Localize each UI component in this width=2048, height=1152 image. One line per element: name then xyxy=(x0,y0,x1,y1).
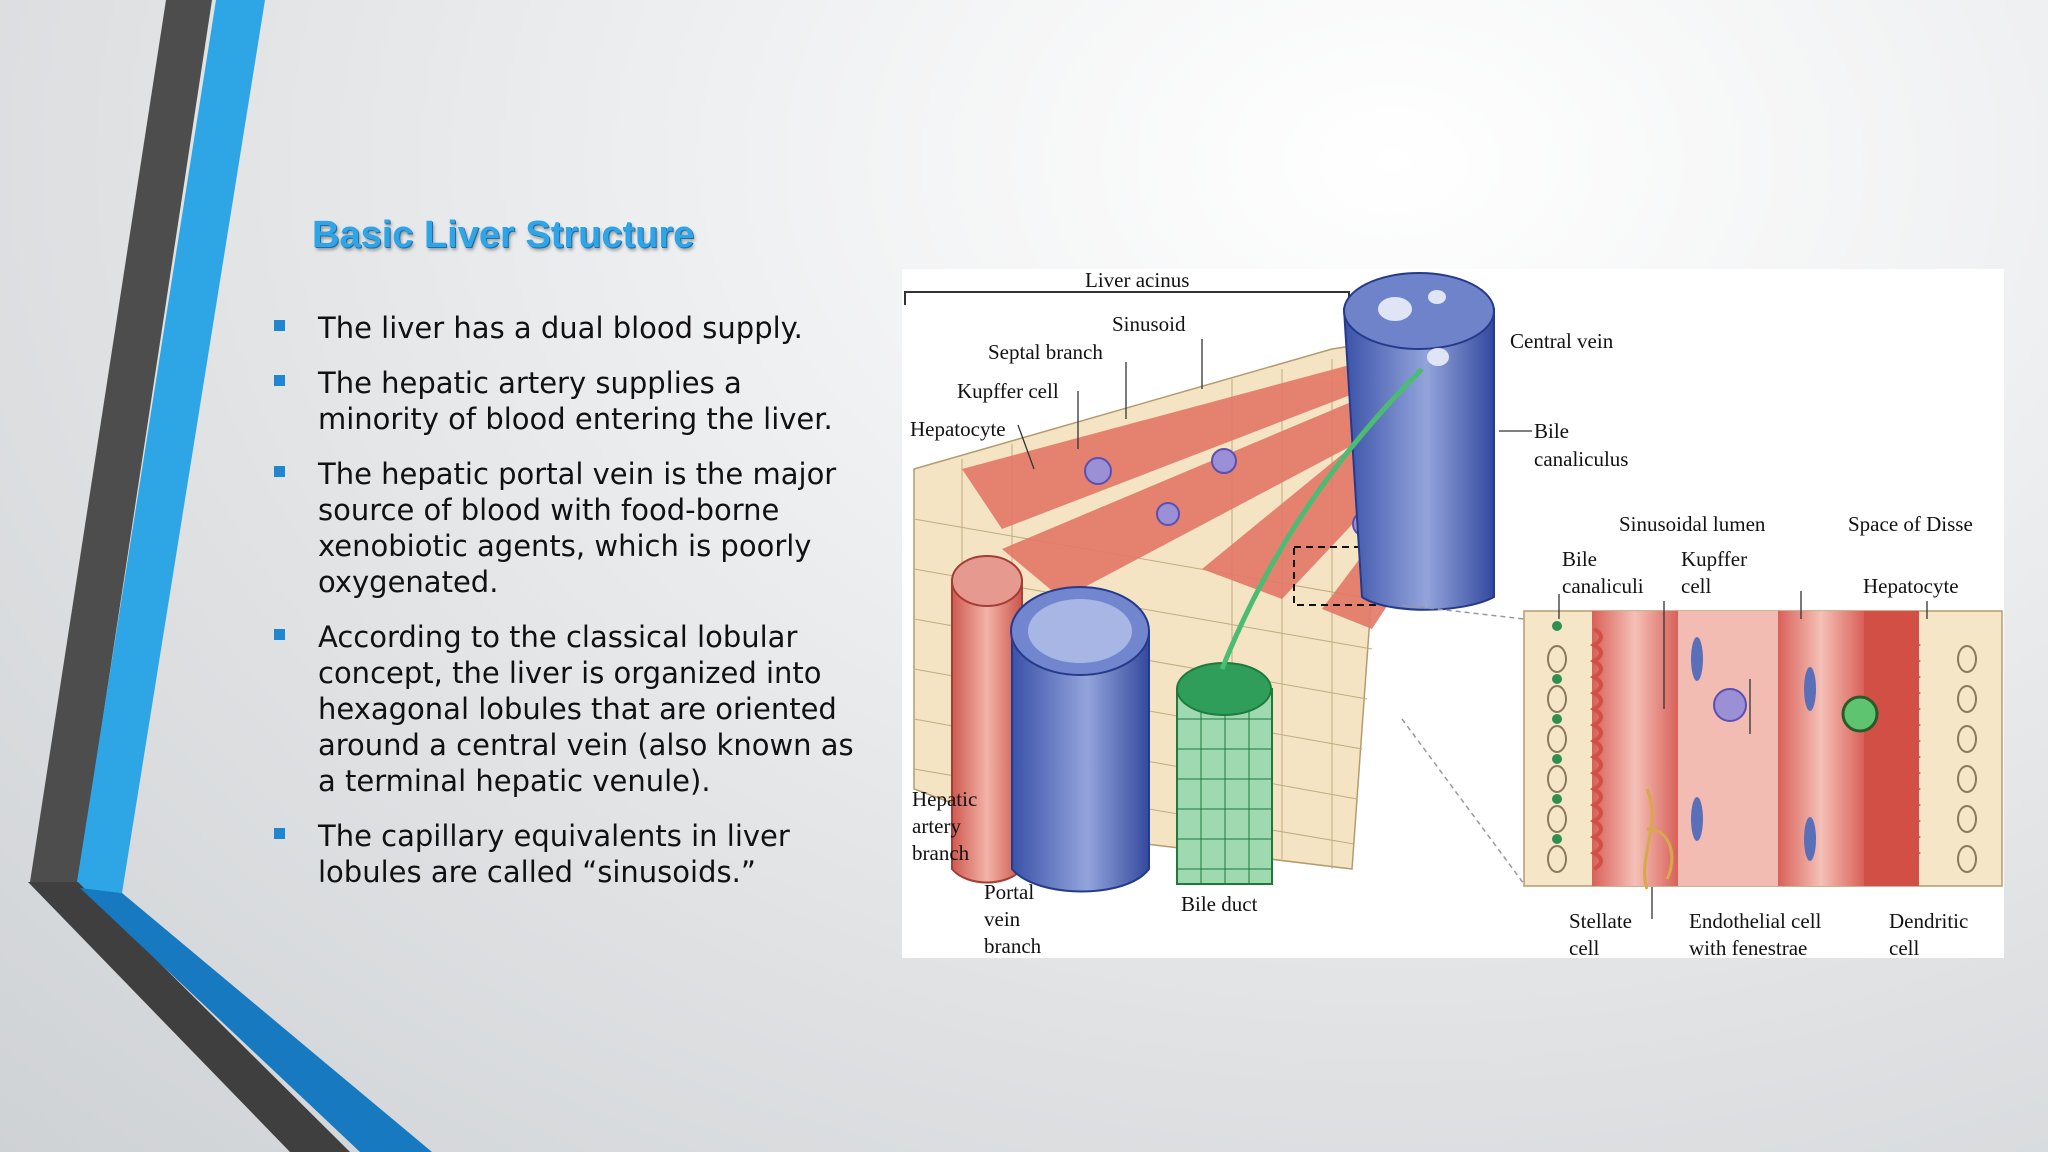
label-endothelial-line1: Endothelial cell xyxy=(1689,909,1822,933)
bile-canaliculi-beads xyxy=(1547,645,1977,873)
label-kupffer-line1: Kupffer xyxy=(1681,547,1747,571)
label-portal-vein-line3: branch xyxy=(984,934,1042,958)
microvilli xyxy=(1589,627,1922,871)
label-stellate-line1: Stellate xyxy=(1569,909,1632,933)
bullet-text: The capillary equivalents in liver lobul… xyxy=(318,819,790,889)
label-kupffer-cell: Kupffer cell xyxy=(957,379,1059,403)
acinus-bracket xyxy=(904,291,1350,305)
central-vein xyxy=(1342,308,1495,611)
bullet-item: The hepatic artery supplies a minority o… xyxy=(270,365,870,437)
bullet-square-icon xyxy=(274,466,285,477)
label-space-of-disse: Space of Disse xyxy=(1848,512,1973,536)
label-hepatic-artery-line3: branch xyxy=(912,841,970,865)
bullet-square-icon xyxy=(274,629,285,640)
stellate-cell xyxy=(1643,788,1674,890)
bullet-text: The liver has a dual blood supply. xyxy=(318,311,803,345)
label-bile-canaliculus-line2: canaliculus xyxy=(1534,447,1628,471)
label-portal-vein-line1: Portal xyxy=(984,880,1034,904)
sinusoid-detail-inset xyxy=(1523,610,2003,890)
label-hepatocyte: Hepatocyte xyxy=(910,417,1006,441)
bullet-item: The hepatic portal vein is the major sou… xyxy=(270,456,870,600)
bile-dots xyxy=(1552,621,1562,844)
kupffer-cell-detail xyxy=(1713,688,1747,722)
portal-vein-branch xyxy=(1011,630,1150,893)
bullet-square-icon xyxy=(274,828,285,839)
liver-diagram: Liver acinus Sinusoid Central vein Septa… xyxy=(902,269,2004,958)
label-sinusoidal-lumen: Sinusoidal lumen xyxy=(1619,512,1766,536)
bullet-square-icon xyxy=(274,320,285,331)
leader-lines xyxy=(1017,339,1928,919)
label-bile-duct: Bile duct xyxy=(1181,892,1258,916)
label-central-vein: Central vein xyxy=(1510,329,1614,353)
bullet-text: The hepatic artery supplies a minority o… xyxy=(318,366,833,436)
bile-duct-grid xyxy=(1177,689,1272,884)
label-hepatocyte-right: Hepatocyte xyxy=(1863,574,1959,598)
label-bile-canaliculi-line1: Bile xyxy=(1562,547,1597,571)
label-kupffer-line2: cell xyxy=(1681,574,1711,598)
slide-title: Basic Liver Structure xyxy=(312,214,695,256)
endothelial-cells xyxy=(1691,637,1816,861)
label-stellate-line2: cell xyxy=(1569,936,1599,958)
label-endothelial-line2: with fenestrae xyxy=(1689,936,1807,958)
label-dendritic-line1: Dendritic xyxy=(1889,909,1968,933)
label-dendritic-line2: cell xyxy=(1889,936,1919,958)
label-septal-branch: Septal branch xyxy=(988,340,1103,364)
label-portal-vein-line2: vein xyxy=(984,907,1021,931)
label-hepatic-artery-line1: Hepatic xyxy=(912,787,977,811)
dendritic-cell xyxy=(1841,695,1879,733)
label-hepatic-artery-line2: artery xyxy=(912,814,961,838)
label-bile-canaliculi-line2: canaliculi xyxy=(1562,574,1644,598)
label-liver-acinus: Liver acinus xyxy=(1085,269,1189,292)
label-sinusoid: Sinusoid xyxy=(1112,312,1186,336)
bullet-text: The hepatic portal vein is the major sou… xyxy=(318,457,837,599)
bullet-square-icon xyxy=(274,375,285,386)
bullet-list: The liver has a dual blood supply. The h… xyxy=(270,310,870,909)
bullet-item: The capillary equivalents in liver lobul… xyxy=(270,818,870,890)
bullet-item: The liver has a dual blood supply. xyxy=(270,310,870,346)
label-bile-canaliculus-line1: Bile xyxy=(1534,419,1569,443)
bullet-item: According to the classical lobular conce… xyxy=(270,619,870,799)
bullet-text: According to the classical lobular conce… xyxy=(318,620,854,798)
liver-diagram-svg: Liver acinus Sinusoid Central vein Septa… xyxy=(904,269,2003,958)
